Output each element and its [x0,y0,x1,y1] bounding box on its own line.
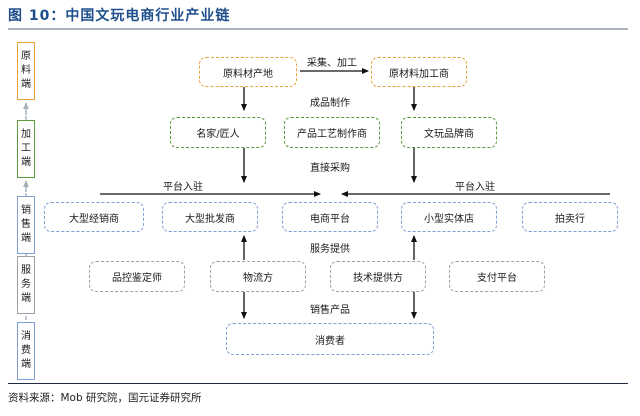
label-direct-purchase: 直接采购 [310,163,350,174]
stage-label-char: 加 [21,129,31,140]
node-brand: 文玩品牌商 [401,117,497,148]
stage-label-char: 务 [21,279,31,290]
stage-label-char: 销 [21,205,31,216]
stage-label-char: 工 [21,143,31,154]
stage-label-service: 服务端 [17,256,35,314]
node-logistics: 物流方 [210,261,306,292]
node-quality-inspector: 品控鉴定师 [89,261,185,292]
stage-label-char: 端 [21,233,31,244]
stage-label-char: 端 [21,79,31,90]
stage-label-char: 料 [21,65,31,76]
label-platform-entry-left: 平台入驻 [163,182,203,193]
source-rule [8,383,628,384]
node-tech-provider: 技术提供方 [330,261,426,292]
node-consumer: 消费者 [226,323,434,355]
stage-label-char: 消 [21,331,31,342]
stage-label-raw: 原料端 [17,42,35,100]
node-material-origin: 原料材产地 [199,57,297,87]
label-collect-process: 采集、加工 [307,58,357,69]
node-craft-maker: 产品工艺制作商 [284,117,380,148]
node-small-store: 小型实体店 [401,202,497,232]
source-note: 资料来源：Mob 研究院，国元证券研究所 [8,392,202,404]
figure-title: 图 10：中国文玩电商行业产业链 [8,8,231,24]
stage-label-char: 原 [21,51,31,62]
node-large-wholesaler: 大型批发商 [162,202,258,232]
label-sell-products: 销售产品 [310,305,350,316]
node-material-processor: 原材料加工商 [371,57,467,87]
stage-label-sales: 销售端 [17,196,35,254]
node-auction-house: 拍卖行 [522,202,618,232]
stage-label-char: 端 [21,359,31,370]
stage-label-consumer: 消费端 [17,322,35,380]
label-platform-entry-right: 平台入驻 [455,182,495,193]
node-payment-platform: 支付平台 [449,261,545,292]
stage-label-processing: 加工端 [17,120,35,178]
node-ecommerce-platform: 电商平台 [282,202,378,232]
label-service-provision: 服务提供 [310,244,350,255]
node-master-artisan: 名家/匠人 [170,117,266,148]
stage-label-char: 端 [21,157,31,168]
label-finished-product: 成品制作 [310,98,350,109]
stage-label-char: 售 [21,219,31,230]
stage-label-char: 端 [21,293,31,304]
title-rule [8,28,628,30]
node-large-distributor: 大型经销商 [44,202,144,232]
stage-label-char: 费 [21,345,31,356]
stage-label-char: 服 [21,265,31,276]
